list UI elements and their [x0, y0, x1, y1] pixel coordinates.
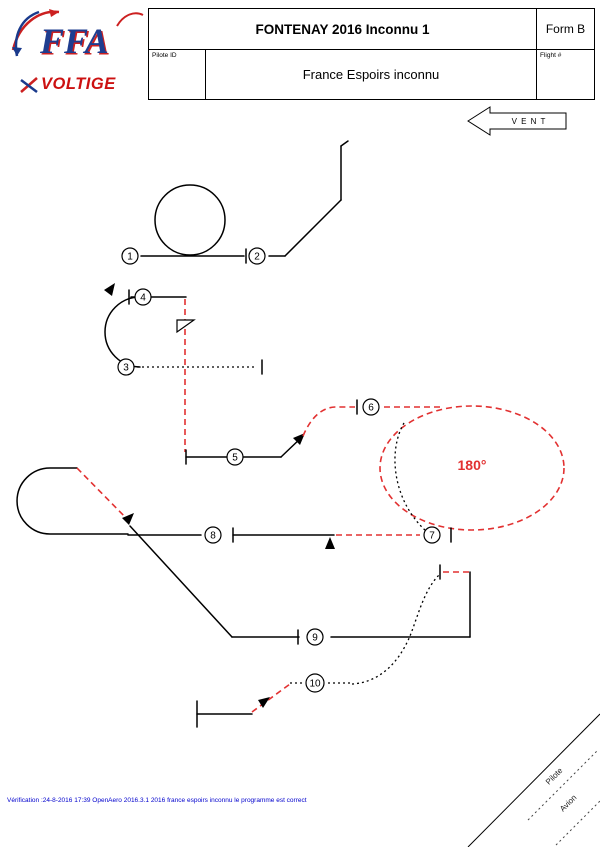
figure-9 — [231, 564, 471, 685]
wind-indicator: V E N T — [467, 106, 567, 136]
figure-number-7: 7 — [429, 531, 435, 542]
figure-number-circle — [226, 448, 244, 466]
turn-180-ellipse — [379, 405, 565, 531]
logo-red-plane-icon — [49, 9, 59, 17]
left-loop-red-diagonal — [76, 467, 130, 522]
figure-10-arrow-icon — [258, 697, 270, 708]
ffa-voltige-logo: FFA FFA VOLTIGE — [11, 9, 144, 93]
plane-signature-label: Avion — [558, 793, 578, 813]
figure-number-9: 9 — [312, 633, 318, 644]
figure-number-circle — [117, 358, 135, 376]
figure-2-top-flick — [340, 140, 349, 147]
plane-signature-line — [555, 800, 600, 846]
figure-1-loop — [154, 184, 226, 256]
figure-2 — [268, 140, 349, 257]
wind-arrow-icon — [467, 106, 567, 136]
figure-2-diagonal — [284, 199, 342, 257]
figure-7-direction-arrow-icon — [325, 537, 335, 549]
logo-small-swoosh — [116, 12, 144, 27]
figure-7 — [325, 527, 452, 549]
logo-ffa-text: FFA — [39, 21, 109, 61]
flight-number-cell: Flight # — [540, 52, 562, 59]
figure-number-circle — [204, 526, 222, 544]
descent-diagonal — [129, 525, 233, 638]
figure-number-circle — [121, 247, 139, 265]
wind-label: V E N T — [512, 117, 547, 126]
figure-6-red-curve — [302, 406, 355, 437]
left-loop-arrow-icon — [122, 513, 134, 525]
pilot-signature-label: Pilote — [544, 766, 565, 787]
figure-number-2: 2 — [254, 252, 260, 263]
signature-area: Pilote Avion — [467, 713, 600, 847]
sequence-subtitle: France Espoirs inconnu — [206, 50, 537, 99]
figure-spin-down — [176, 299, 196, 452]
form-label: Form B — [545, 22, 586, 36]
figure-1 — [140, 184, 247, 264]
turn-180-label: 180° — [458, 457, 487, 473]
figure-numbers: 1 2 3 4 5 6 7 8 9 10 — [117, 247, 441, 693]
logo-blue-plane-icon — [12, 47, 22, 56]
figure-number-circle — [306, 628, 324, 646]
page-title: FONTENAY 2016 Inconnu 1 — [149, 9, 537, 49]
left-teardrop-loop — [16, 467, 129, 535]
verification-text: Vérification :24-8-2016 17:39 OpenAero 2… — [7, 797, 307, 804]
figure-number-5: 5 — [232, 453, 238, 464]
figure-number-4: 4 — [140, 293, 146, 304]
figure-10 — [196, 682, 352, 728]
figure-number-1: 1 — [127, 252, 133, 263]
figure-number-8: 8 — [210, 531, 216, 542]
figure-6: 180° — [302, 399, 565, 532]
figure-number-3: 3 — [123, 363, 129, 374]
figure-number-circle — [362, 398, 380, 416]
dotted-s-curve — [351, 574, 440, 685]
figure-4-direction-arrow-icon — [104, 283, 115, 296]
header-row-title: FONTENAY 2016 Inconnu 1 Form B — [149, 9, 594, 50]
figure-5-direction-arrow-icon — [293, 433, 305, 445]
header-row-subtitle: Pilote ID France Espoirs inconnu Flight … — [149, 50, 594, 99]
figure-5 — [185, 433, 305, 465]
figure-number-circle — [423, 526, 441, 544]
figure-number-circle — [248, 247, 266, 265]
figure-number-circle — [305, 673, 325, 693]
logo-cross-blue — [20, 79, 38, 93]
pilot-id-cell: Pilote ID — [149, 50, 206, 99]
logo-ffa-shadow: FFA — [41, 23, 111, 63]
logo-voltige-text: VOLTIGE — [41, 75, 116, 93]
figure-number-10: 10 — [309, 679, 321, 690]
header-table: FONTENAY 2016 Inconnu 1 Form B Pilote ID… — [148, 8, 595, 100]
figure-number-6: 6 — [368, 403, 374, 414]
figure-8 — [16, 467, 335, 638]
figure-number-circle — [134, 288, 152, 306]
signature-corner-line — [467, 713, 600, 847]
figure-3-half-loop — [104, 296, 141, 368]
figure-10-red-diagonal — [251, 683, 291, 713]
turn-dotted-descent — [394, 422, 427, 532]
pilot-signature-line — [527, 749, 599, 821]
spin-flag-icon — [176, 319, 196, 334]
